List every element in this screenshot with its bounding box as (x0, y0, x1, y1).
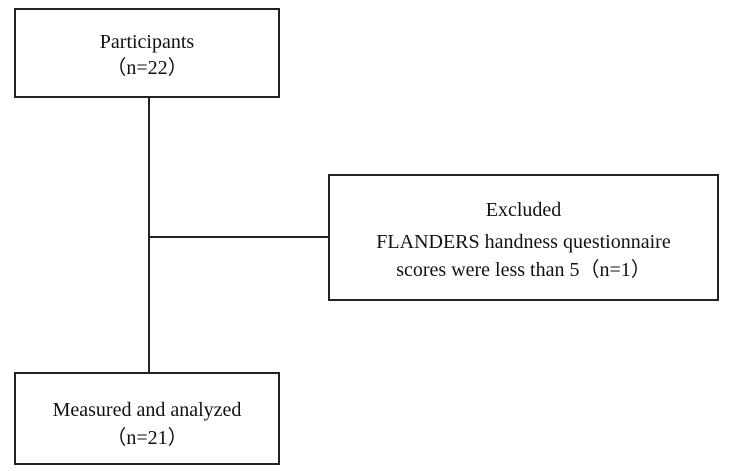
excluded-title: Excluded (485, 199, 562, 221)
analyzed-box: Measured and analyzed （n=21） (14, 372, 280, 465)
participants-box: Participants （n=22） (14, 8, 280, 98)
participants-title: Participants (99, 31, 195, 53)
analyzed-title: Measured and analyzed (52, 399, 242, 421)
excluded-reason-line1: FLANDERS handness questionnaire (376, 231, 671, 253)
excluded-box: Excluded FLANDERS handness questionnaire… (328, 174, 719, 301)
vertical-connector (148, 96, 150, 374)
analyzed-count: （n=21） (106, 427, 188, 449)
participants-count: （n=22） (106, 57, 188, 79)
horizontal-connector (149, 236, 330, 238)
excluded-reason-line2: scores were less than 5（n=1） (396, 259, 651, 281)
